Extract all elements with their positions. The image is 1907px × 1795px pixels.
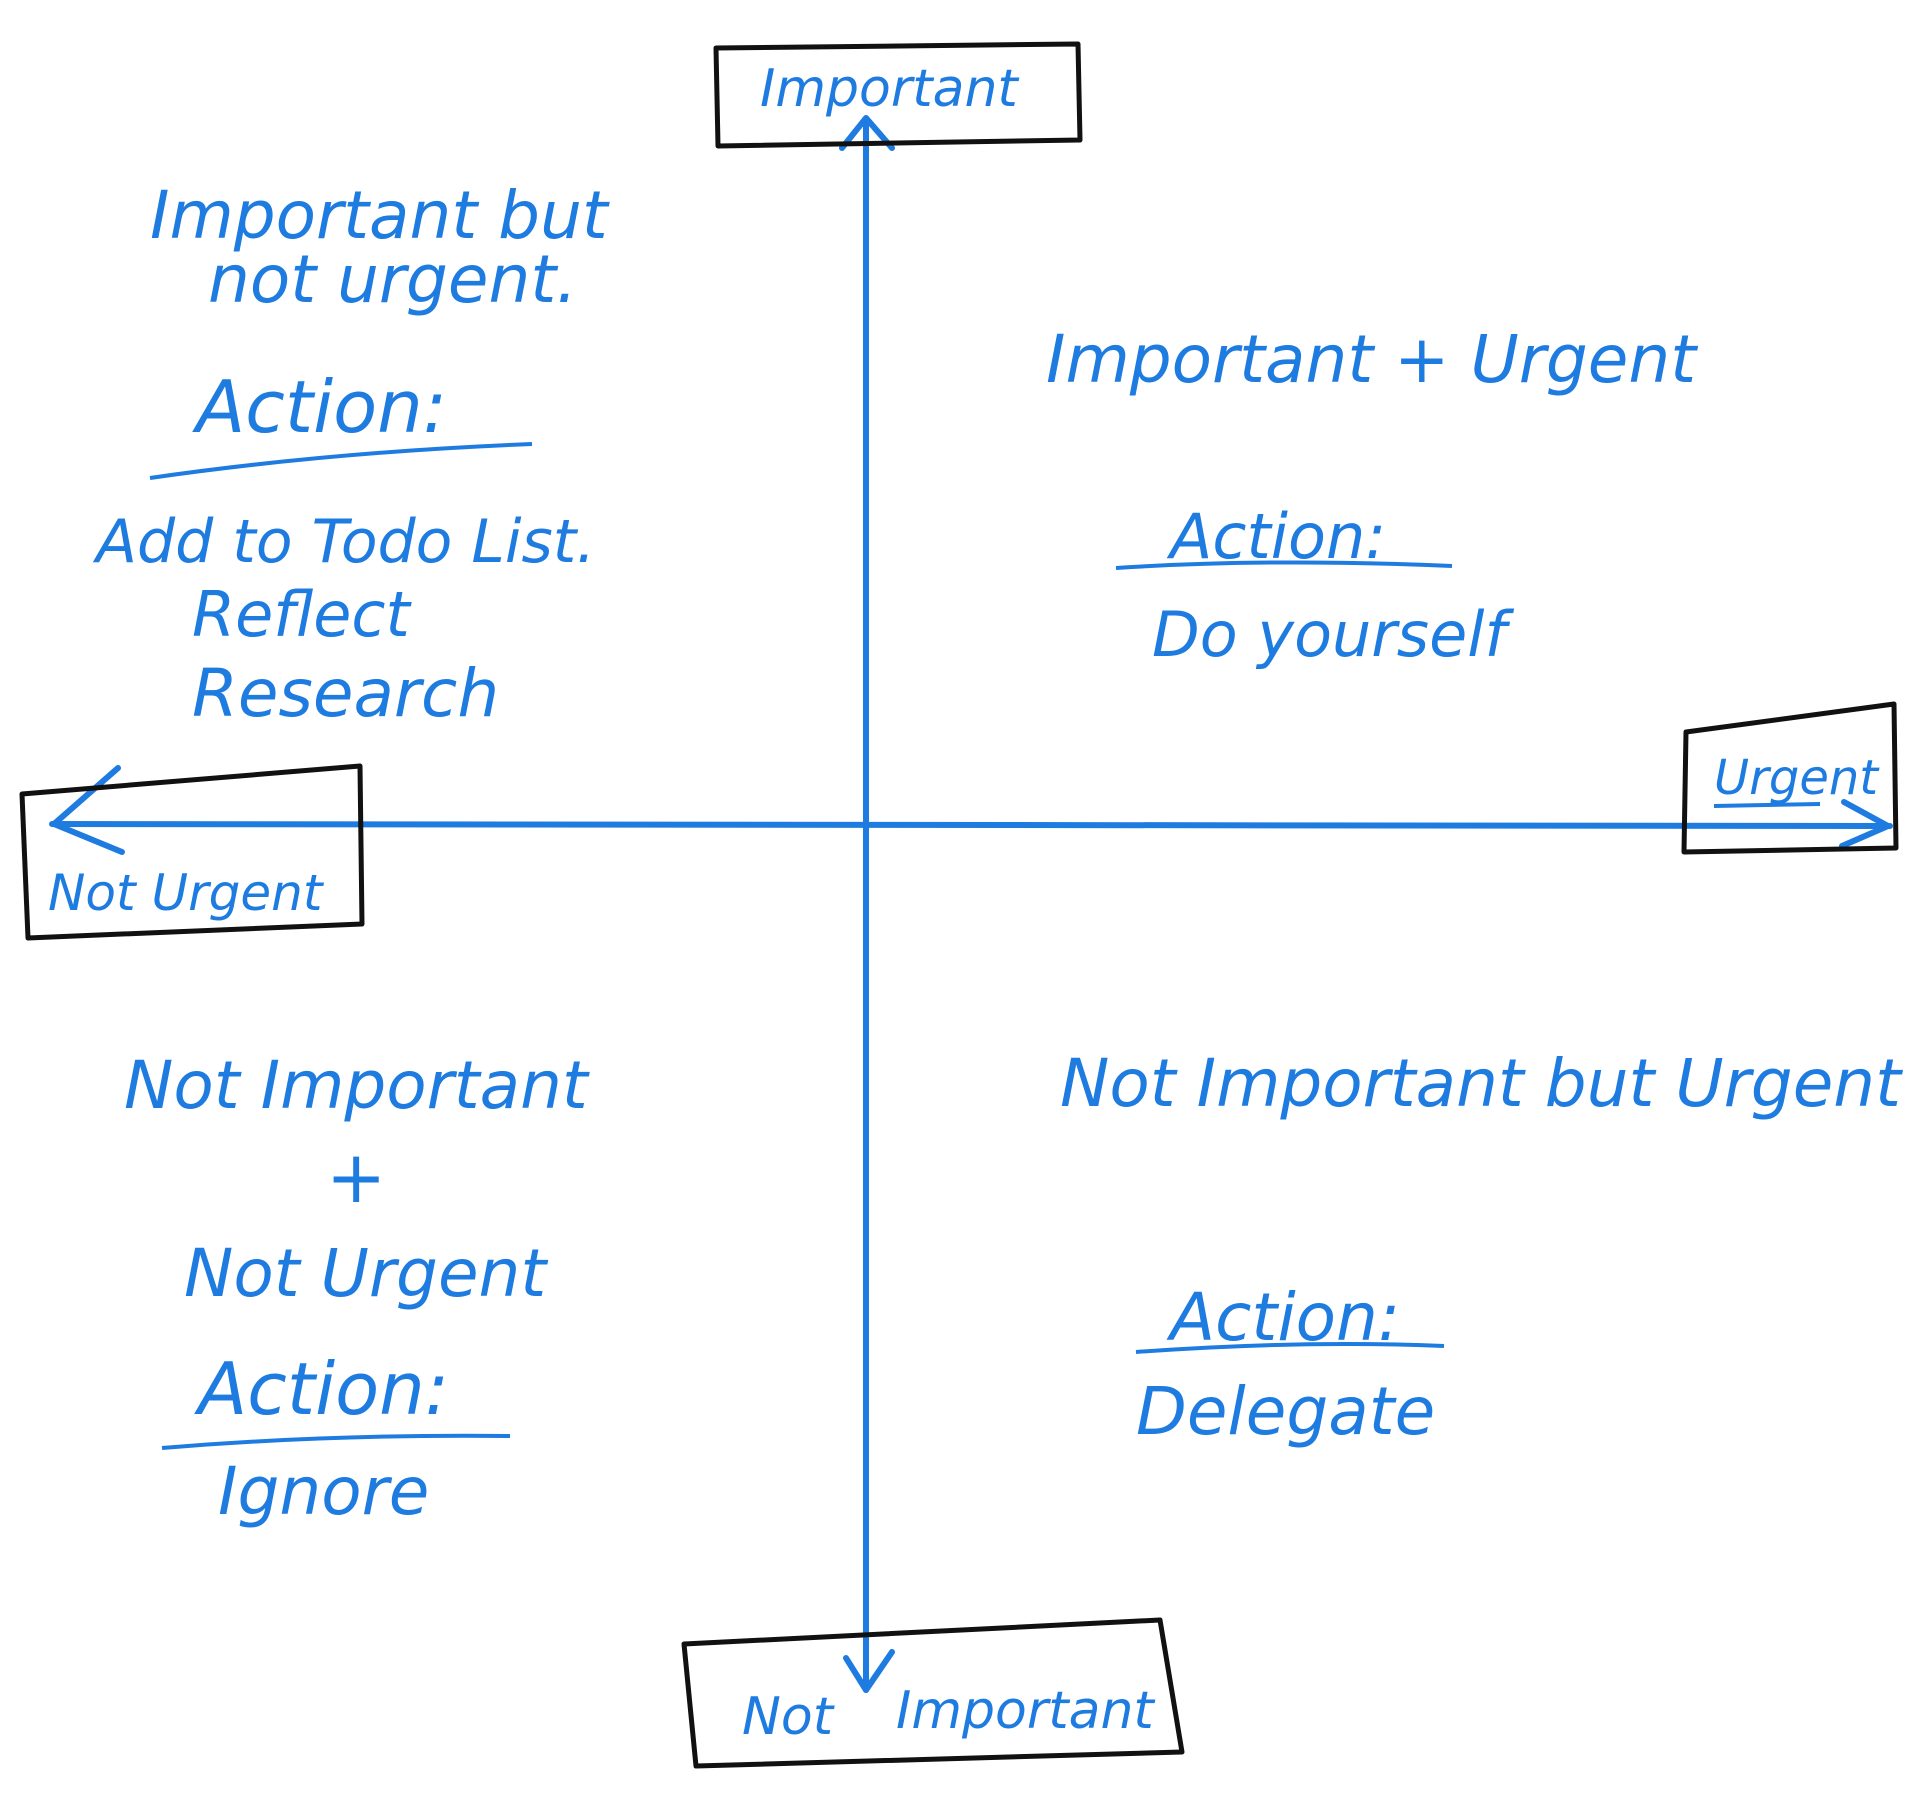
action-item-research: Research (192, 655, 499, 732)
action-underline (161, 1433, 511, 1450)
quadrant-title-line1: Important but (150, 177, 610, 254)
action-item-delegate: Delegate (1136, 1373, 1435, 1450)
quadrant-not-important-urgent: Not Important but Urgent Action: Delegat… (1060, 1045, 1903, 1450)
action-underline (149, 442, 533, 480)
arrow-right-icon (1839, 799, 1891, 849)
action-label: Action: (194, 1347, 449, 1431)
action-item-ignore: Ignore (218, 1453, 429, 1530)
quadrant-important-urgent: Important + Urgent Action: Do yourself (1046, 321, 1698, 671)
urgent-axis-label: Urgent (1714, 750, 1880, 806)
urgent-box (1681, 701, 1899, 855)
action-item-do-yourself: Do yourself (1152, 598, 1514, 671)
quadrant-important-not-urgent: Important but not urgent. Action: Add to… (92, 177, 610, 732)
action-label: Action: (192, 365, 447, 449)
quadrant-title: Not Important but Urgent (1060, 1045, 1903, 1122)
important-bottom-axis-label: Important (896, 1681, 1155, 1741)
arrow-left-icon (51, 765, 125, 855)
action-underline (1115, 560, 1453, 570)
urgent-underline (1713, 802, 1821, 808)
important-axis-label: Important (760, 59, 1019, 119)
important-box (713, 41, 1083, 149)
horizontal-axis (49, 821, 1893, 829)
not-axis-label: Not (742, 1687, 835, 1747)
action-item-todo: Add to Todo List. (92, 507, 595, 577)
quadrant-title-line2: + (326, 1135, 386, 1219)
arrow-down-icon (843, 1649, 895, 1693)
quadrant-title-line3: Not Urgent (184, 1235, 548, 1312)
quadrant-not-important-not-urgent: Not Important + Not Urgent Action: Ignor… (124, 1047, 590, 1530)
action-item-reflect: Reflect (192, 578, 413, 651)
not-urgent-axis-label: Not Urgent (48, 864, 325, 922)
quadrant-title-line1: Not Important (124, 1047, 590, 1124)
action-underline (1135, 1342, 1445, 1354)
axis-label-boxes (19, 41, 1899, 1769)
not-urgent-box (19, 763, 365, 941)
quadrant-title-line2: not urgent. (208, 241, 577, 318)
quadrant-title: Important + Urgent (1046, 321, 1698, 398)
arrow-up-icon (839, 115, 895, 151)
not-important-box (681, 1617, 1185, 1769)
